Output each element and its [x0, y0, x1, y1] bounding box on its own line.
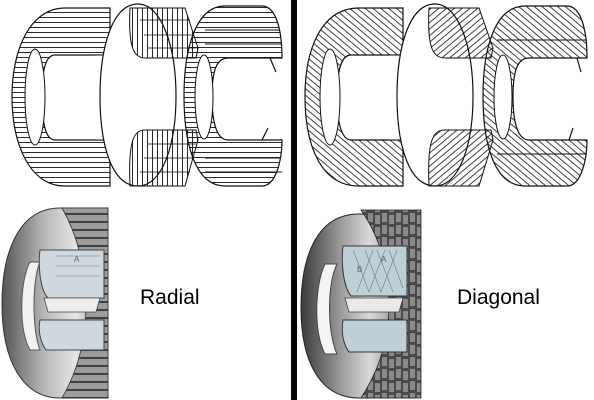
diagonal-ring-1 [304, 7, 404, 187]
radial-tire-exploded-diagram [11, 3, 283, 187]
radial-ring-1 [11, 7, 111, 187]
radial-panel: A Radial [0, 0, 291, 400]
diagonal-photo-marker-a: A [381, 255, 387, 264]
diagonal-ring-3 [482, 5, 588, 187]
diagonal-ring-2 [396, 3, 494, 187]
radial-label: Radial [140, 286, 200, 309]
panel-divider [291, 0, 297, 400]
diagonal-tire-exploded-diagram [304, 3, 588, 187]
radial-tire-cutaway-photo: A [1, 207, 109, 399]
radial-photo-marker: A [74, 255, 80, 264]
radial-ring-3 [183, 5, 283, 187]
radial-ring-2 [99, 3, 199, 187]
diagonal-tire-cutaway-photo: B A [300, 209, 422, 399]
diagonal-photo-marker-b: B [357, 265, 362, 274]
diagonal-label: Diagonal [457, 286, 540, 309]
diagonal-panel: B A Diagonal [297, 0, 594, 400]
